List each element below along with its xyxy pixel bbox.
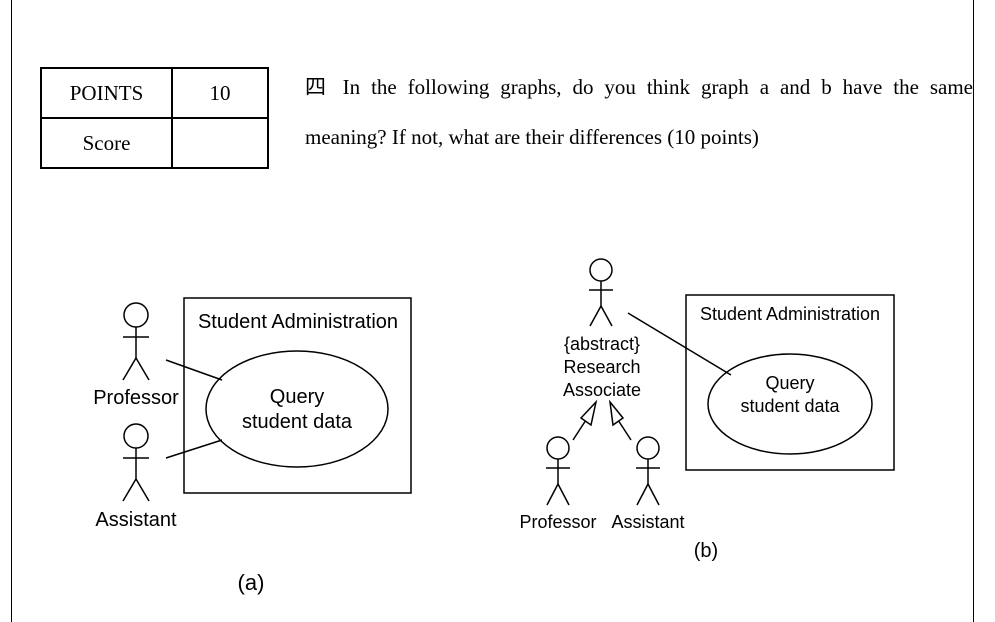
caption-b: (b) bbox=[694, 540, 718, 562]
abstract-actor-label-line3: Associate bbox=[563, 380, 641, 400]
points-value: 10 bbox=[171, 67, 269, 119]
score-row: Score bbox=[40, 117, 269, 169]
caption-a: (a) bbox=[238, 570, 265, 595]
generalization-professor-arrow bbox=[572, 399, 598, 441]
association-research-associate-b bbox=[627, 312, 732, 376]
actor-assistant-label: Assistant bbox=[95, 509, 177, 531]
score-value bbox=[171, 117, 269, 169]
actor-professor-b-icon bbox=[546, 436, 570, 506]
use-case-ellipse-a bbox=[205, 350, 389, 468]
system-title-a: Student Administration bbox=[198, 311, 398, 333]
actor-professor-b-label: Professor bbox=[519, 512, 596, 532]
use-case-label-b-line1: Query bbox=[765, 373, 814, 393]
association-assistant-a bbox=[165, 439, 223, 459]
points-row: POINTS 10 bbox=[40, 67, 269, 119]
system-boundary-a bbox=[183, 297, 412, 494]
points-table: POINTS 10 Score bbox=[40, 67, 269, 169]
use-case-label-a-line2: student data bbox=[242, 411, 353, 433]
generalization-assistant-arrow bbox=[608, 399, 632, 441]
system-boundary-b bbox=[685, 294, 895, 471]
page-border-right bbox=[973, 0, 974, 622]
use-case-label-a-line1: Query bbox=[270, 386, 324, 408]
actor-assistant-b-label: Assistant bbox=[611, 512, 684, 532]
association-professor-a bbox=[165, 359, 223, 381]
figure-b bbox=[546, 258, 895, 506]
page-border-left bbox=[11, 0, 12, 622]
actor-assistant-b-icon bbox=[636, 436, 660, 506]
abstract-actor-label-line1: {abstract} bbox=[564, 334, 640, 354]
actor-research-associate-icon bbox=[589, 258, 613, 327]
abstract-actor-label-line2: Research bbox=[563, 357, 640, 377]
figure-a bbox=[122, 297, 412, 502]
use-case-ellipse-b bbox=[707, 353, 873, 455]
actor-professor-icon bbox=[122, 302, 150, 381]
question-text: 四 In the following graphs, do you think … bbox=[305, 75, 973, 149]
score-label: Score bbox=[40, 117, 173, 169]
system-title-b: Student Administration bbox=[700, 304, 880, 324]
points-label: POINTS bbox=[40, 67, 173, 119]
actor-assistant-icon bbox=[122, 423, 150, 502]
actor-professor-label: Professor bbox=[93, 387, 179, 409]
use-case-label-b-line2: student data bbox=[740, 396, 840, 416]
